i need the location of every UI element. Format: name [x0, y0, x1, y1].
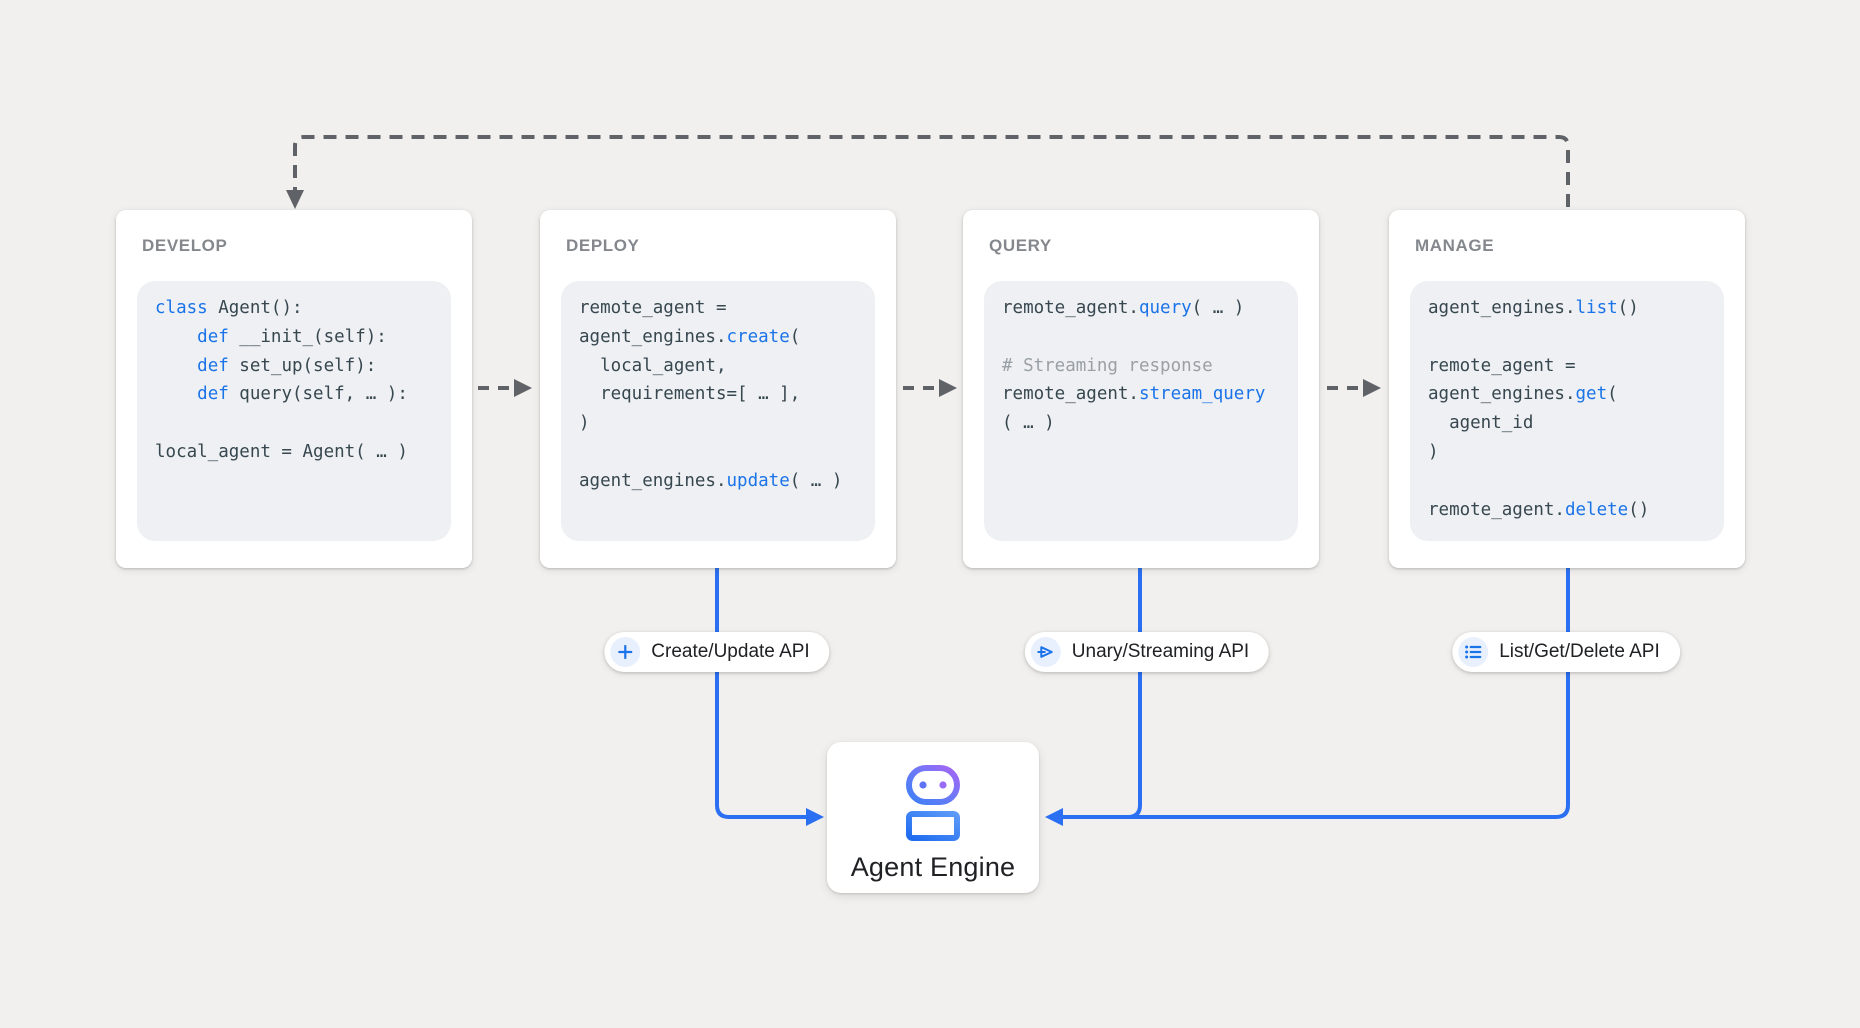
code-line: local_agent,: [579, 355, 727, 376]
manage-to-develop-dashed-line: [293, 135, 1570, 207]
code-block-manage: agent_engines.list() remote_agent = agent…: [1410, 281, 1724, 541]
plus-icon: [610, 637, 641, 667]
pill-label: Create/Update API: [651, 641, 810, 662]
pill-unary-streaming-api: Unary/Streaming API: [1024, 632, 1270, 672]
code-block-query: remote_agent.query( … ) # Streaming resp…: [984, 281, 1298, 541]
code-line: agent_engines.create(: [579, 326, 801, 347]
code-line: remote_agent =: [579, 298, 727, 318]
code-line: def __init_(self):: [197, 326, 387, 347]
query-to-engine-line: [1063, 568, 1142, 819]
code-line: ): [579, 413, 590, 434]
code-line: [1002, 323, 1280, 352]
card-deploy: DEPLOY remote_agent = agent_engines.creat…: [540, 210, 896, 568]
deploy-arrowhead-icon: [514, 379, 532, 397]
code-line: def query(self, … ):: [197, 384, 408, 405]
code-line: [1428, 323, 1706, 352]
send-icon: [1030, 637, 1061, 667]
card-title-query: QUERY: [989, 236, 1052, 255]
code-block-deploy: remote_agent = agent_engines.create( loca…: [561, 281, 875, 541]
card-develop: DEVELOP class Agent(): def __init_(self)…: [116, 210, 472, 568]
code-line: agent_id: [1428, 413, 1534, 434]
code-line: # Streaming response: [1002, 355, 1213, 376]
develop-arrowhead-icon: [286, 190, 304, 209]
pill-create-update-api: Create/Update API: [604, 632, 830, 672]
card-query: QUERY remote_agent.query( … ) # Streamin…: [963, 210, 1319, 568]
query-arrowhead-icon: [939, 379, 957, 397]
list-icon: [1458, 637, 1489, 667]
pill-label: List/Get/Delete API: [1499, 641, 1660, 662]
card-title-deploy: DEPLOY: [566, 236, 640, 255]
robot-icon: [906, 765, 960, 841]
deploy-to-engine-line: [715, 568, 806, 819]
code-line: local_agent = Agent( … ): [155, 441, 408, 462]
engine-right-arrowhead-icon: [1045, 808, 1063, 826]
code-line: remote_agent.delete(): [1428, 499, 1650, 520]
code-line: def set_up(self):: [197, 355, 377, 376]
manage-to-engine-line: [1063, 568, 1570, 819]
code-line: class Agent():: [155, 298, 303, 318]
code-line: remote_agent.stream_query: [1002, 384, 1266, 405]
agent-engine-node: Agent Engine: [827, 742, 1039, 893]
code-line: remote_agent.query( … ): [1002, 298, 1245, 318]
card-title-manage: MANAGE: [1415, 236, 1495, 255]
pill-label: Unary/Streaming API: [1071, 641, 1250, 662]
engine-label: Agent Engine: [850, 852, 1016, 882]
code-line: ( … ): [1002, 413, 1055, 434]
code-line: agent_engines.get(: [1428, 384, 1618, 405]
code-line: [1428, 467, 1706, 496]
code-line: requirements=[ … ],: [579, 384, 801, 405]
code-line: agent_engines.update( … ): [579, 470, 843, 491]
code-line: agent_engines.list(): [1428, 298, 1639, 318]
manage-arrowhead-icon: [1363, 379, 1381, 397]
code-block-develop: class Agent(): def __init_(self): def se…: [137, 281, 451, 541]
code-line: [155, 409, 433, 438]
code-line: remote_agent =: [1428, 355, 1576, 376]
card-title-develop: DEVELOP: [142, 236, 228, 255]
code-line: ): [1428, 441, 1439, 462]
card-manage: MANAGE agent_engines.list() remote_agent…: [1389, 210, 1745, 568]
pill-list-get-delete-api: List/Get/Delete API: [1452, 632, 1680, 672]
code-line: [579, 438, 857, 467]
engine-left-arrowhead-icon: [806, 808, 824, 826]
